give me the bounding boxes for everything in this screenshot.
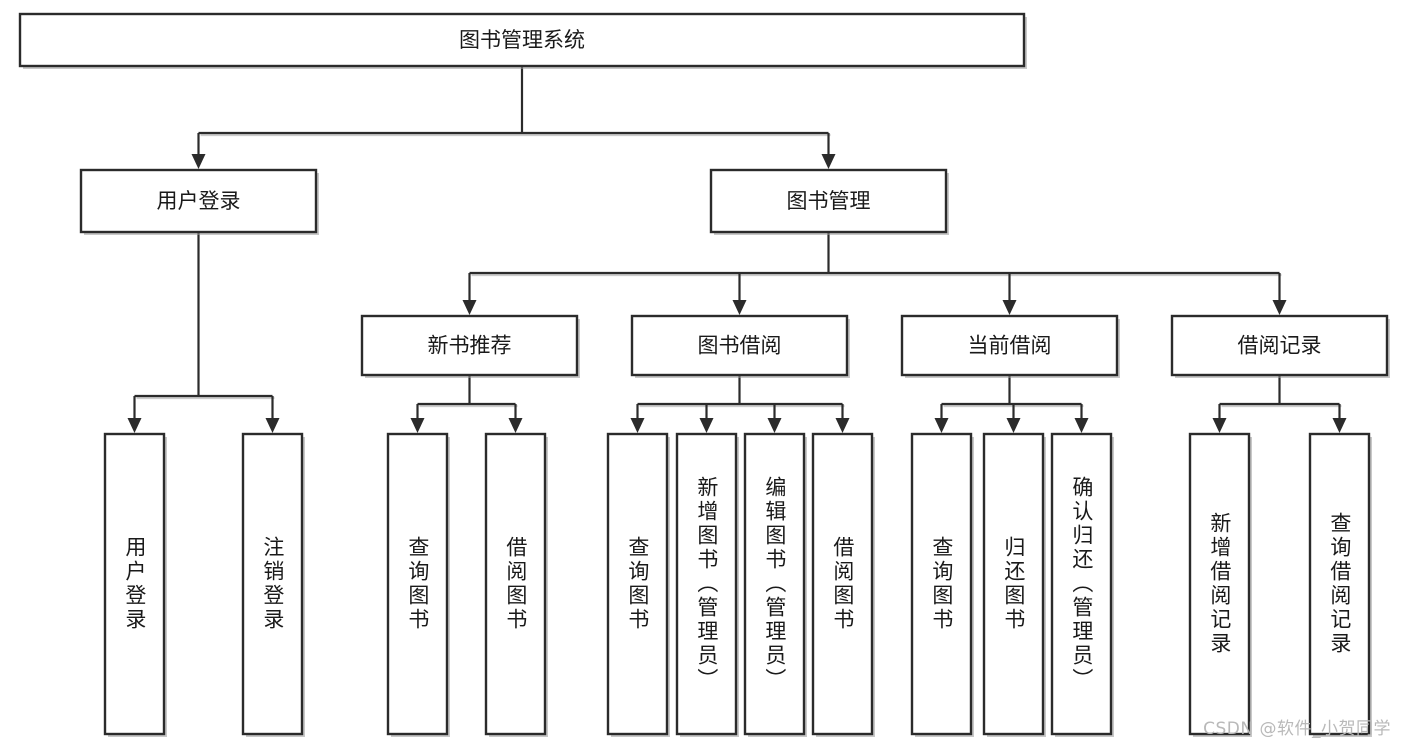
node-label: 用户登录 <box>157 189 241 213</box>
node-l-nb-borrow[interactable] <box>484 432 548 737</box>
node-l-bk-edit[interactable] <box>743 432 807 737</box>
watermark-text: CSDN @软件_小贺同学 <box>1203 719 1391 739</box>
node-label: 当前借阅 <box>968 334 1052 358</box>
node-n-records[interactable]: 借阅记录 <box>1170 314 1390 378</box>
node-l-cb-query[interactable] <box>910 432 974 737</box>
node-l-bk-add[interactable] <box>675 432 739 737</box>
node-n-borrow[interactable]: 图书借阅 <box>630 314 850 378</box>
node-n-new-books[interactable]: 新书推荐 <box>360 314 580 378</box>
node-l-user-logout[interactable] <box>241 432 305 737</box>
node-l-bk-borrow[interactable] <box>811 432 875 737</box>
node-l-cb-return[interactable] <box>982 432 1046 737</box>
node-n-user-login[interactable]: 用户登录 <box>79 168 319 235</box>
node-n-book-mgmt[interactable]: 图书管理 <box>709 168 949 235</box>
node-root[interactable]: 图书管理系统 <box>18 12 1027 69</box>
node-n-current[interactable]: 当前借阅 <box>900 314 1120 378</box>
node-label: 借阅记录 <box>1238 334 1322 358</box>
node-l-nb-query[interactable] <box>386 432 450 737</box>
node-label: 图书借阅 <box>698 334 782 358</box>
node-l-cb-confirm[interactable] <box>1050 432 1114 737</box>
node-l-bk-query[interactable] <box>606 432 670 737</box>
node-l-rc-query[interactable] <box>1308 432 1372 737</box>
node-l-rc-add[interactable] <box>1188 432 1252 737</box>
node-label: 新书推荐 <box>428 334 512 358</box>
node-label: 图书管理 <box>787 189 871 213</box>
node-l-user-login[interactable] <box>103 432 167 737</box>
edges-layer <box>127 66 1347 433</box>
node-label: 图书管理系统 <box>459 28 585 52</box>
